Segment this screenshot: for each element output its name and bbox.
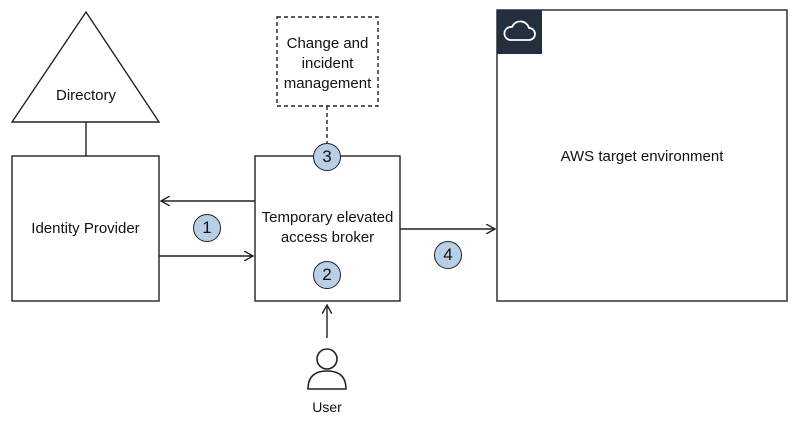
change-management-label: Change and incident management <box>283 35 372 92</box>
cloud-icon <box>503 20 536 41</box>
change-management-box <box>276 16 379 107</box>
step-3-badge: 3 <box>313 143 341 171</box>
user-label: User <box>312 399 342 415</box>
aws-cloud-tile <box>497 10 542 54</box>
directory-label: Directory <box>55 87 116 104</box>
identity-provider-label: Identity Provider <box>31 220 140 237</box>
step-4-badge: 4 <box>434 241 462 269</box>
broker-label: Temporary elevated access broker <box>261 209 394 246</box>
aws-target-label: AWS target environment <box>560 148 724 165</box>
step-2-badge: 2 <box>313 261 341 289</box>
step-1-badge: 1 <box>193 214 221 242</box>
aws-target-box <box>496 9 788 302</box>
identity-provider-box <box>11 155 160 302</box>
user-icon <box>307 348 347 390</box>
